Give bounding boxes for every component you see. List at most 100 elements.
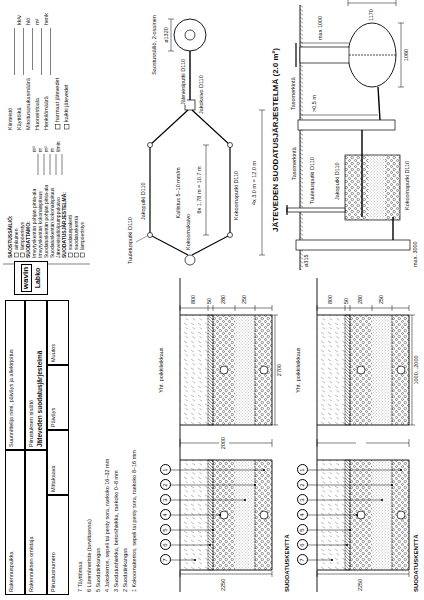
callout-number: 7: [160, 555, 171, 566]
node-subtext: Jäteveden suodatusjärjestelmä: [36, 351, 43, 447]
form-field: m²: [32, 146, 37, 152]
form-field: henk: [44, 13, 50, 25]
plan-view: [203, 110, 265, 255]
title-block-cell: Muutos: [47, 300, 69, 365]
plan-label: Kokoomaputki D110: [234, 171, 240, 220]
material-note: 7 Täyttömaa: [78, 562, 84, 592]
form-field: m: [50, 148, 55, 152]
section-label: SUODATUSKENTTÄ: [284, 534, 290, 592]
plan-label: Saostussäiliö, 2-osainen: [152, 15, 158, 75]
elevation-label: Tasomerkintä: [292, 147, 298, 180]
title-block-cell: Päiväys: [47, 365, 69, 430]
callout-number: 5: [160, 525, 171, 536]
node-text: wavin: [21, 264, 32, 292]
plan-view: [148, 233, 153, 238]
node-text: 2: [162, 483, 168, 486]
title-block-cell: Piirustusnumero: [47, 495, 69, 595]
side-elevation: [349, 55, 396, 56]
side-elevation: [300, 5, 303, 270]
section-label: 2000: [221, 437, 227, 449]
section-label: 280: [221, 295, 227, 304]
form-field: l/min: [56, 141, 61, 152]
section-label: 250: [379, 295, 385, 304]
form-field: Kiinteistö: [8, 108, 14, 130]
title-block-cell: Rakennuspaikka: [5, 450, 25, 595]
elevation-label: Jakoputki D110: [335, 162, 341, 200]
elevation-label: Tuuletusputki D110: [310, 157, 316, 204]
side-elevation: [300, 0, 404, 115]
elevation-label: max. 3000: [413, 241, 419, 267]
callout-number: 4: [297, 510, 308, 521]
side-elevation: [287, 0, 410, 270]
material-note: 2 Suodatinkangas: [123, 548, 129, 592]
plan-label: Jakokaivo D110: [199, 75, 205, 114]
side-elevation: [348, 23, 396, 87]
callout-number: 2: [297, 480, 308, 491]
material-note: 4 Jakokerros, sepeli tai pesty sora, rae…: [105, 459, 111, 592]
node-text: 6: [162, 543, 168, 546]
section-label: Yht. poikkileikkaus: [159, 347, 165, 392]
elevation-label: ø315: [304, 254, 310, 267]
title-block-cell: Mittakaava: [47, 430, 69, 495]
section-label: 1000...2000: [414, 355, 420, 384]
cross-section-lower: [307, 278, 415, 592]
plan-label: Tuuletusputki D110: [128, 217, 134, 264]
form-field: harmaat jätevedet: [55, 78, 61, 122]
plan-label: Jätevesiputki D110: [181, 59, 187, 105]
drawing-title: JÄTEVEDEN SUODATUSJÄRJESTELMÄ (2.0 m²): [272, 48, 280, 232]
node-text: Rakennuksen omistaja: [28, 536, 34, 592]
material-note: 5 Suodatinkangas: [96, 548, 102, 592]
form-field: Imeytyskentän kokonaispituus: [38, 191, 43, 258]
node-text: Muutos: [50, 344, 56, 362]
title-block-cell: Piirustuksen sisältöJäteveden suodatusjä…: [25, 300, 47, 450]
node-text: 2: [299, 483, 305, 486]
side-elevation: [378, 87, 380, 120]
node-text: Päiväys: [50, 408, 56, 427]
node-text: 6: [299, 543, 305, 546]
node-subtext: Labko: [34, 268, 41, 289]
form-field: lämpöeristys: [20, 222, 25, 250]
form-lines: [81, 253, 85, 257]
side-elevation: [345, 155, 400, 220]
form-field: SUODATTAMO:: [26, 221, 31, 258]
side-elevation: [296, 240, 410, 250]
elevation-label: Kokoomaputki D110: [405, 161, 411, 210]
plan-label: Kokoomakaivo: [186, 214, 192, 250]
form-field: Suodatuskentän kokonaispituus: [50, 187, 55, 258]
title-block-cell: Suunnittelija nimi, päiväys ja allekirjo…: [5, 300, 25, 450]
side-elevation: [385, 155, 400, 220]
elevation-label: 1060: [404, 49, 410, 61]
form-lines: [21, 253, 25, 257]
section-label: 2250: [358, 579, 364, 591]
side-elevation: [392, 217, 393, 240]
form-field: lämpöeristys: [80, 222, 85, 250]
form-lines: [38, 154, 62, 175]
material-note: 3 Suodatushiekka, betonihiekka, raekoko …: [114, 470, 120, 592]
side-elevation: [345, 155, 368, 220]
section-label: 2250: [221, 579, 227, 591]
form-field: m²: [44, 146, 49, 152]
plan-label: Kallistus 5–10 mm/m: [176, 167, 182, 218]
node-text: 1: [299, 468, 305, 471]
side-elevation: [361, 130, 362, 217]
node-text: 3: [299, 498, 305, 501]
form-lines: [15, 28, 51, 75]
section-label: SUODATUSKENTTÄ: [413, 534, 419, 592]
plan-view: [150, 110, 230, 255]
node-text: 1: [162, 468, 168, 471]
plan-view: [174, 19, 206, 51]
plan-view: [228, 143, 233, 148]
node-text: 7: [299, 558, 305, 561]
plan-label: 4x 3.0 m = 12.0 m: [252, 161, 258, 205]
node-text: 4: [162, 513, 168, 516]
section-label: 800: [328, 295, 334, 304]
form-field: Jätevesisäiliö/pumppukaivo: [56, 197, 61, 258]
section-label: 800: [191, 295, 197, 304]
callout-number: 1: [160, 465, 171, 476]
section-label: Yht. poikkileikkaus: [296, 347, 302, 392]
plan-view: [189, 51, 190, 100]
callout-number: 6: [297, 540, 308, 551]
side-elevation: [287, 208, 345, 212]
form-field: m²: [35, 19, 41, 25]
